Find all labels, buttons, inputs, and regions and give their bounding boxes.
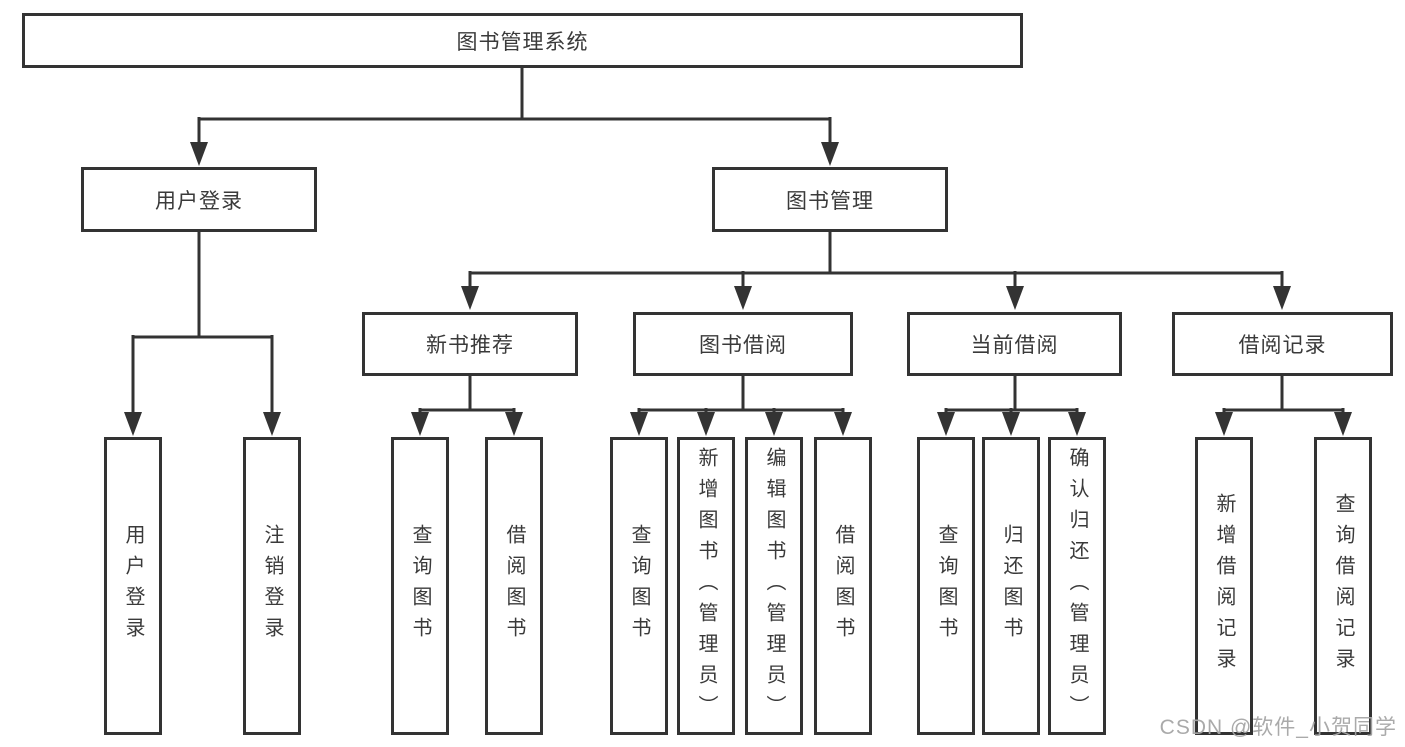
node-label: 新书推荐 [426,334,514,357]
node-label: 图书借阅 [699,334,787,357]
node-label: 借阅记录 [1238,334,1327,357]
node-label: 用户登录 [155,189,243,213]
leaf-query-borrow-record: 查询借阅记录 [1314,437,1372,735]
leaf-label: 借阅图书 [832,524,854,648]
leaf-label: 查询图书 [935,524,957,648]
leaf-label: 注销登录 [261,524,283,648]
leaf-label: 归还图书 [1000,524,1022,648]
leaf-confirm-return-admin: 确认归还（管理员） [1048,437,1106,735]
leaf-borrow-books: 借阅图书 [814,437,872,735]
leaf-borrow-books-recommend: 借阅图书 [485,437,543,735]
arrowheads [124,142,1352,436]
node-borrow-records: 借阅记录 [1172,312,1393,376]
leaf-label: 编辑图书（管理员） [763,446,785,726]
node-book-management: 图书管理 [712,167,948,232]
leaf-query-books-borrow: 查询图书 [610,437,668,735]
csdn-watermark: CSDN @软件_小贺同学 [1159,716,1397,739]
node-system-root: 图书管理系统 [22,13,1023,68]
node-label: 当前借阅 [970,334,1059,357]
leaf-label: 新增借阅记录 [1213,493,1235,679]
leaf-label: 用户登录 [122,524,144,648]
leaf-label: 查询图书 [409,524,431,648]
leaf-return-books: 归还图书 [982,437,1040,735]
leaf-edit-books-admin: 编辑图书（管理员） [745,437,803,735]
leaf-logout: 注销登录 [243,437,301,735]
node-book-borrow: 图书借阅 [633,312,853,376]
leaf-label: 查询借阅记录 [1332,493,1354,679]
leaf-label: 查询图书 [628,524,650,648]
leaf-query-books-recommend: 查询图书 [391,437,449,735]
leaf-query-books-current: 查询图书 [917,437,975,735]
node-new-book-recommend: 新书推荐 [362,312,578,376]
node-current-borrow: 当前借阅 [907,312,1122,376]
leaf-add-books-admin: 新增图书（管理员） [677,437,735,735]
leaf-label: 确认归还（管理员） [1066,446,1088,726]
node-label: 图书管理系统 [456,30,589,54]
node-user-login: 用户登录 [81,167,317,232]
leaf-label: 新增图书（管理员） [695,446,717,726]
leaf-add-borrow-record: 新增借阅记录 [1195,437,1253,735]
leaf-label: 借阅图书 [503,524,525,648]
node-label: 图书管理 [786,189,874,213]
leaf-user-login: 用户登录 [104,437,162,735]
